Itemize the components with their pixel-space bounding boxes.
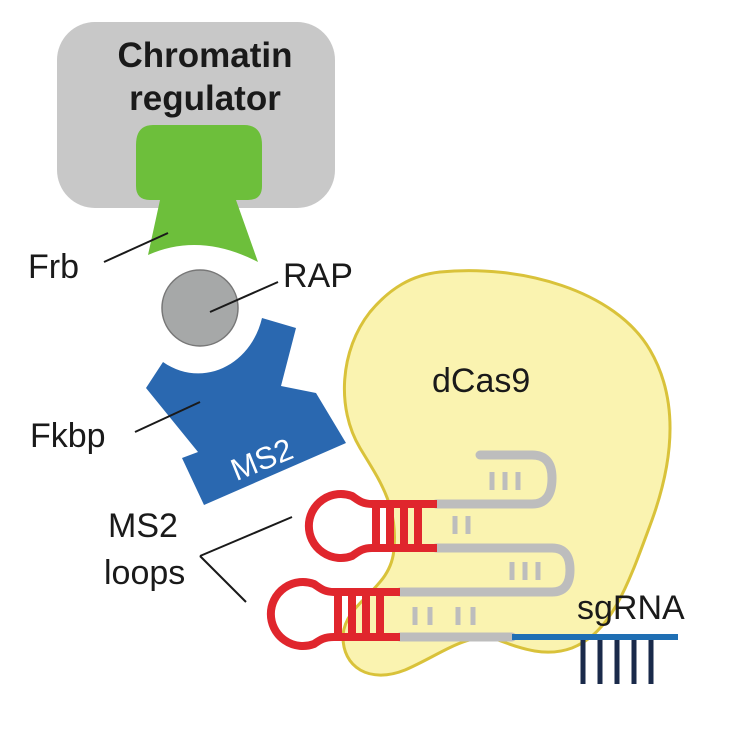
dcas9-label: dCas9 bbox=[432, 362, 530, 400]
frb-label: Frb bbox=[28, 248, 79, 286]
sgrna-label: sgRNA bbox=[577, 589, 685, 627]
leader-lines bbox=[103, 232, 293, 603]
frb-domain bbox=[136, 125, 262, 262]
chromatin-regulator-label-line2: regulator bbox=[129, 79, 281, 118]
sgrna-internal-pairs bbox=[412, 472, 541, 625]
fkbp-label: Fkbp bbox=[30, 417, 106, 455]
chromatin-regulator-box bbox=[57, 22, 335, 208]
rap-molecule bbox=[161, 269, 239, 347]
ms2-loops-label-line2: loops bbox=[104, 554, 185, 592]
ms2-loop-lower bbox=[266, 578, 400, 650]
sgrna-backbone bbox=[395, 450, 575, 642]
fkbp-ms2-protein bbox=[146, 318, 346, 505]
target-dna-ticks bbox=[580, 640, 654, 684]
ms2-loops-label-line1: MS2 bbox=[108, 507, 178, 545]
rap-label: RAP bbox=[283, 257, 353, 295]
ms2-loop-upper bbox=[304, 490, 437, 562]
chromatin-regulator-label-line1: Chromatin bbox=[118, 36, 293, 75]
